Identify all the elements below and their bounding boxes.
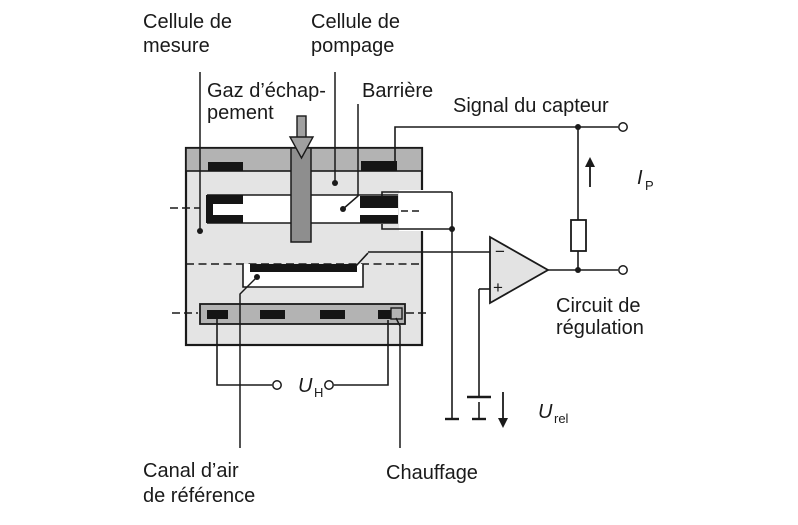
label-measuring-cell-1: Cellule de [143,11,232,33]
label-pump-current: I P [637,167,654,193]
pump-current-symbol: I [637,167,643,189]
heater-element [320,310,345,319]
reference-voltage-symbol: U [538,401,553,423]
heater-voltage-subscript: H [314,385,323,400]
electrode-pair-left [206,195,243,223]
leader-barrier [342,104,359,210]
terminal-circle [618,265,628,275]
leader-dot [197,228,203,234]
outer-electrode-left [208,162,243,171]
label-barrier: Barrière [362,80,433,102]
junction-dot [449,226,455,232]
label-reference-voltage: U rel [538,401,569,426]
current-up-arrow-icon [585,157,595,187]
label-exhaust-gas-1: Gaz d’échap- [207,80,326,102]
junction-dot [575,267,581,273]
terminal-circle [324,380,334,390]
electrode-pair-right [360,196,398,223]
heater-element [378,310,398,319]
leader-heater [395,317,401,448]
heater-element [260,310,285,319]
label-heater-voltage: U H [298,375,323,400]
heater-substrate [199,303,406,325]
heater-voltage-symbol: U [298,375,313,397]
label-sensor-signal: Signal du capteur [453,95,609,117]
reference-voltage-subscript: rel [554,411,569,426]
op-amp-plus-label: + [493,278,503,297]
heater-contact-pad [390,307,403,320]
reference-voltage-source [467,289,508,428]
reference-air-cavity [242,264,364,288]
outer-electrode-right [361,161,397,171]
terminal-circle [618,122,628,132]
label-measuring-cell-2: mesure [143,35,210,57]
op-amp-minus-label: − [495,242,505,261]
label-reference-air-channel-2: de référence [143,485,255,507]
gas-inlet-channel [290,147,312,243]
label-regulation-circuit-2: régulation [556,317,644,339]
pump-electrode-bracket [381,191,459,421]
voltage-down-arrow-icon [498,392,508,428]
pump-current-subscript: P [645,178,654,193]
resistor [570,219,587,252]
label-pumping-cell-2: pompage [311,35,394,57]
signal-wiring [394,122,628,270]
leader-dot [254,274,260,280]
heater-supply-wiring [216,319,389,390]
leader-dot [332,180,338,186]
label-heater: Chauffage [386,462,478,484]
op-amp-circuit: − + [355,235,628,305]
label-exhaust-gas-2: pement [207,102,274,124]
terminal-circle [272,380,282,390]
op-amp [489,235,550,305]
leader-reference-air-channel [239,276,258,448]
label-reference-air-channel-1: Canal d’air [143,460,239,482]
leader-dot [340,206,346,212]
measuring-electrode [250,264,357,272]
gas-flow-arrow-icon [288,115,315,160]
heater-element [207,310,228,319]
label-pumping-cell-1: Cellule de [311,11,400,33]
label-regulation-circuit-1: Circuit de [556,295,640,317]
